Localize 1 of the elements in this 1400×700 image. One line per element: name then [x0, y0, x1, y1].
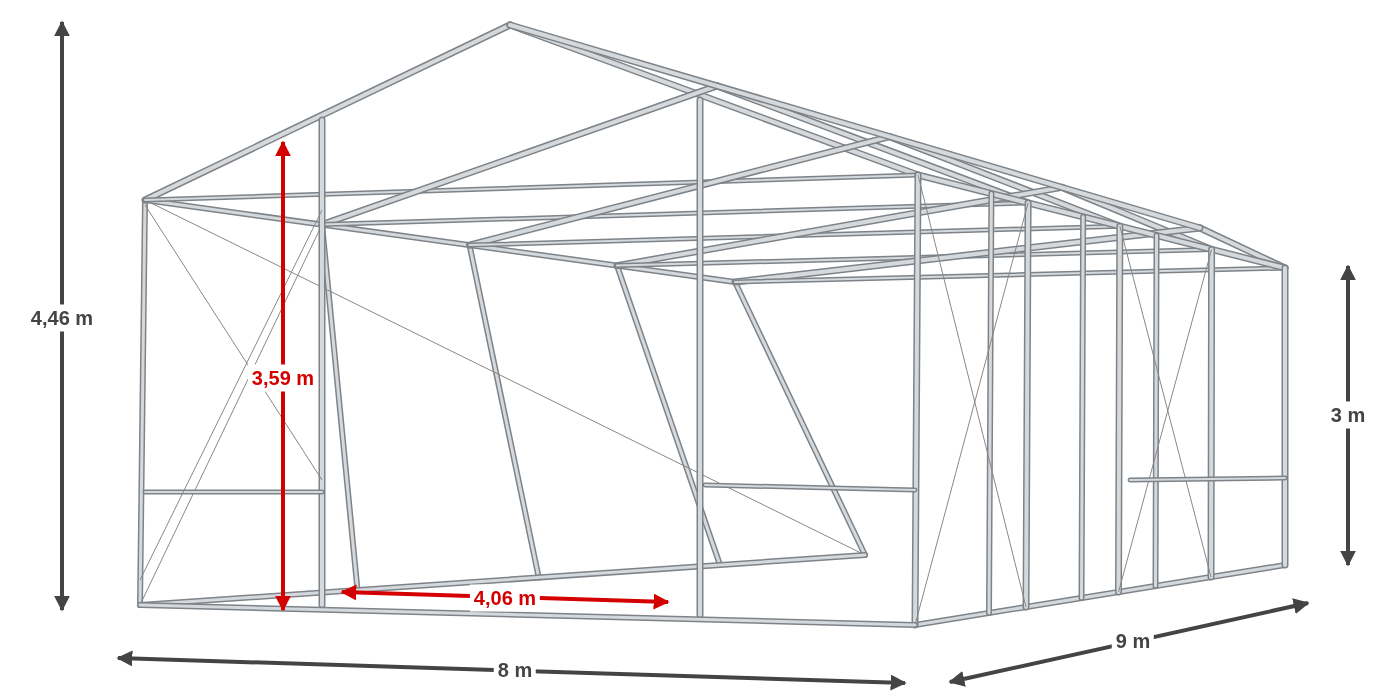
- dimension-label: 4,06 m: [469, 584, 541, 612]
